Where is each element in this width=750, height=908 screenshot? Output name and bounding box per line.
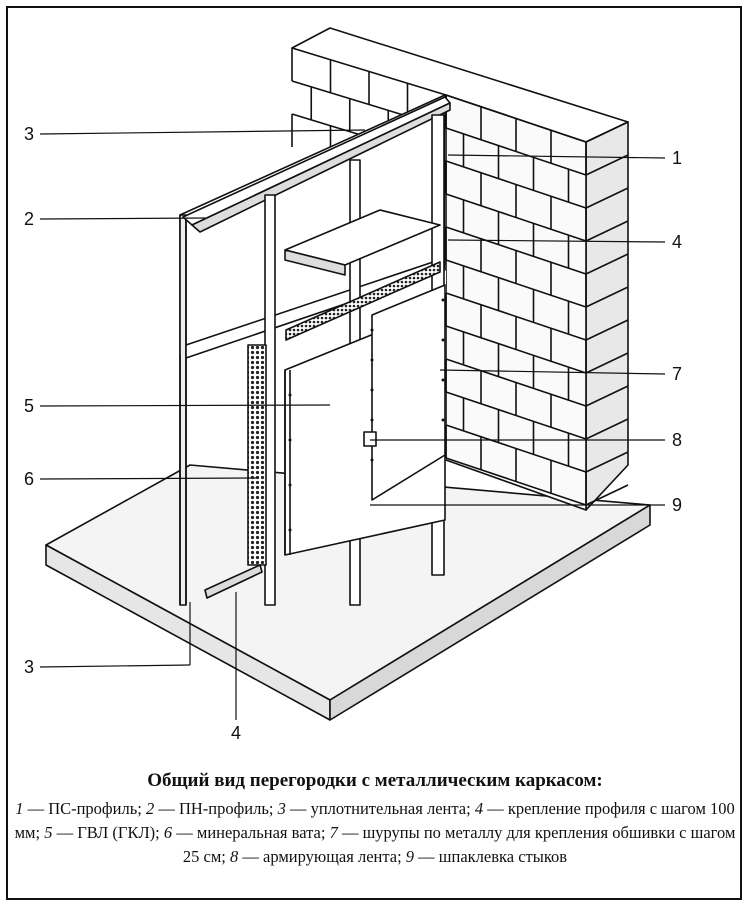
mineral-wool-edge	[247, 344, 267, 566]
brick-joint	[585, 352, 629, 374]
brick-joint	[585, 451, 629, 473]
brick-joint	[585, 187, 629, 209]
mineral-wool-top	[285, 261, 441, 341]
leader-lines	[39, 129, 666, 720]
floor-slab	[45, 464, 651, 721]
brick-rows	[291, 47, 629, 506]
callout-4-right: 4	[672, 232, 683, 252]
cross-bars	[284, 209, 441, 276]
brick-joint	[585, 220, 629, 242]
brick-joint	[585, 418, 629, 440]
brick-joint	[585, 154, 629, 176]
callout-5: 5	[24, 396, 35, 416]
screws	[288, 298, 445, 532]
partition-sheet-left	[179, 94, 446, 606]
callout-6: 6	[24, 469, 35, 489]
legend-item-7: 7 — шурупы по металлу для крепления обши…	[182, 823, 736, 866]
legend-item-2: 2 — ПН-профиль;	[145, 799, 278, 818]
caption-legend: 1 — ПС-профиль; 2 — ПН-профиль; 3 — упло…	[10, 797, 740, 869]
brick-joint	[585, 385, 629, 407]
callout-1: 1	[672, 148, 683, 168]
legend-item-4: 4 — крепление профиля с шагом 100 мм;	[14, 799, 735, 842]
legend-item-1: 1 — ПС-профиль;	[15, 799, 146, 818]
brick-joint	[585, 319, 629, 341]
top-runner-profile	[182, 96, 451, 233]
brick-joint	[585, 253, 629, 275]
callout-3-top: 3	[24, 124, 35, 144]
callout-7: 7	[672, 364, 683, 384]
reinforcing-tape	[363, 431, 377, 447]
legend-item-3: 3 — уплотнительная лента;	[277, 799, 475, 818]
floor-runner	[204, 564, 263, 599]
callout-3-bottom: 3	[24, 657, 35, 677]
callout-2: 2	[24, 209, 35, 229]
brick-joint	[585, 121, 629, 143]
legend-item-5: 5 — ГВЛ (ГКЛ);	[44, 823, 164, 842]
legend-item-6: 6 — минеральная вата;	[163, 823, 330, 842]
brick-joint	[585, 484, 629, 506]
legend-item-8: 8 — армирующая лента;	[230, 847, 406, 866]
callout-8: 8	[672, 430, 683, 450]
caption-title: Общий вид перегородки с металлическим ка…	[147, 770, 603, 791]
brick-joint	[585, 286, 629, 308]
callout-9: 9	[672, 495, 683, 515]
legend-item-9: 9 — шпаклевка стыков	[405, 847, 568, 866]
callout-4-bottom: 4	[231, 723, 242, 743]
